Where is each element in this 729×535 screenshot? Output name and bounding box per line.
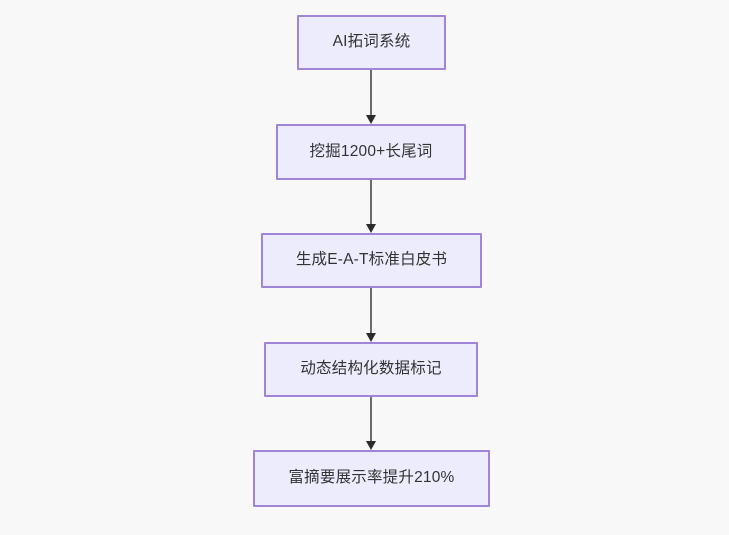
flowchart-node-eat-whitepaper[interactable]: 生成E-A-T标准白皮书	[261, 233, 482, 288]
down-arrow-icon	[366, 441, 376, 450]
flowchart-node-label: 动态结构化数据标记	[300, 360, 442, 378]
connector-line	[370, 288, 372, 333]
flowchart-node-label: 富摘要展示率提升210%	[288, 469, 455, 487]
down-arrow-icon	[366, 115, 376, 124]
flowchart-node-label: 挖掘1200+长尾词	[309, 142, 433, 160]
connector-line	[370, 70, 372, 115]
flowchart-node-label: AI拓词系统	[332, 33, 411, 51]
flowchart-connector-1	[365, 70, 377, 124]
flowchart-connector-2	[365, 180, 377, 233]
connector-line	[370, 180, 372, 224]
connector-line	[370, 397, 372, 441]
down-arrow-icon	[366, 224, 376, 233]
flowchart-node-ai-keyword-system[interactable]: AI拓词系统	[297, 15, 446, 70]
flowchart-node-rich-snippet-result[interactable]: 富摘要展示率提升210%	[253, 450, 490, 507]
down-arrow-icon	[366, 333, 376, 342]
flowchart-connector-3	[365, 288, 377, 342]
flowchart-node-structured-data-markup[interactable]: 动态结构化数据标记	[264, 342, 478, 397]
flowchart-node-label: 生成E-A-T标准白皮书	[295, 251, 448, 269]
flowchart-node-longtail-keywords[interactable]: 挖掘1200+长尾词	[276, 124, 466, 180]
flowchart-connector-4	[365, 397, 377, 450]
